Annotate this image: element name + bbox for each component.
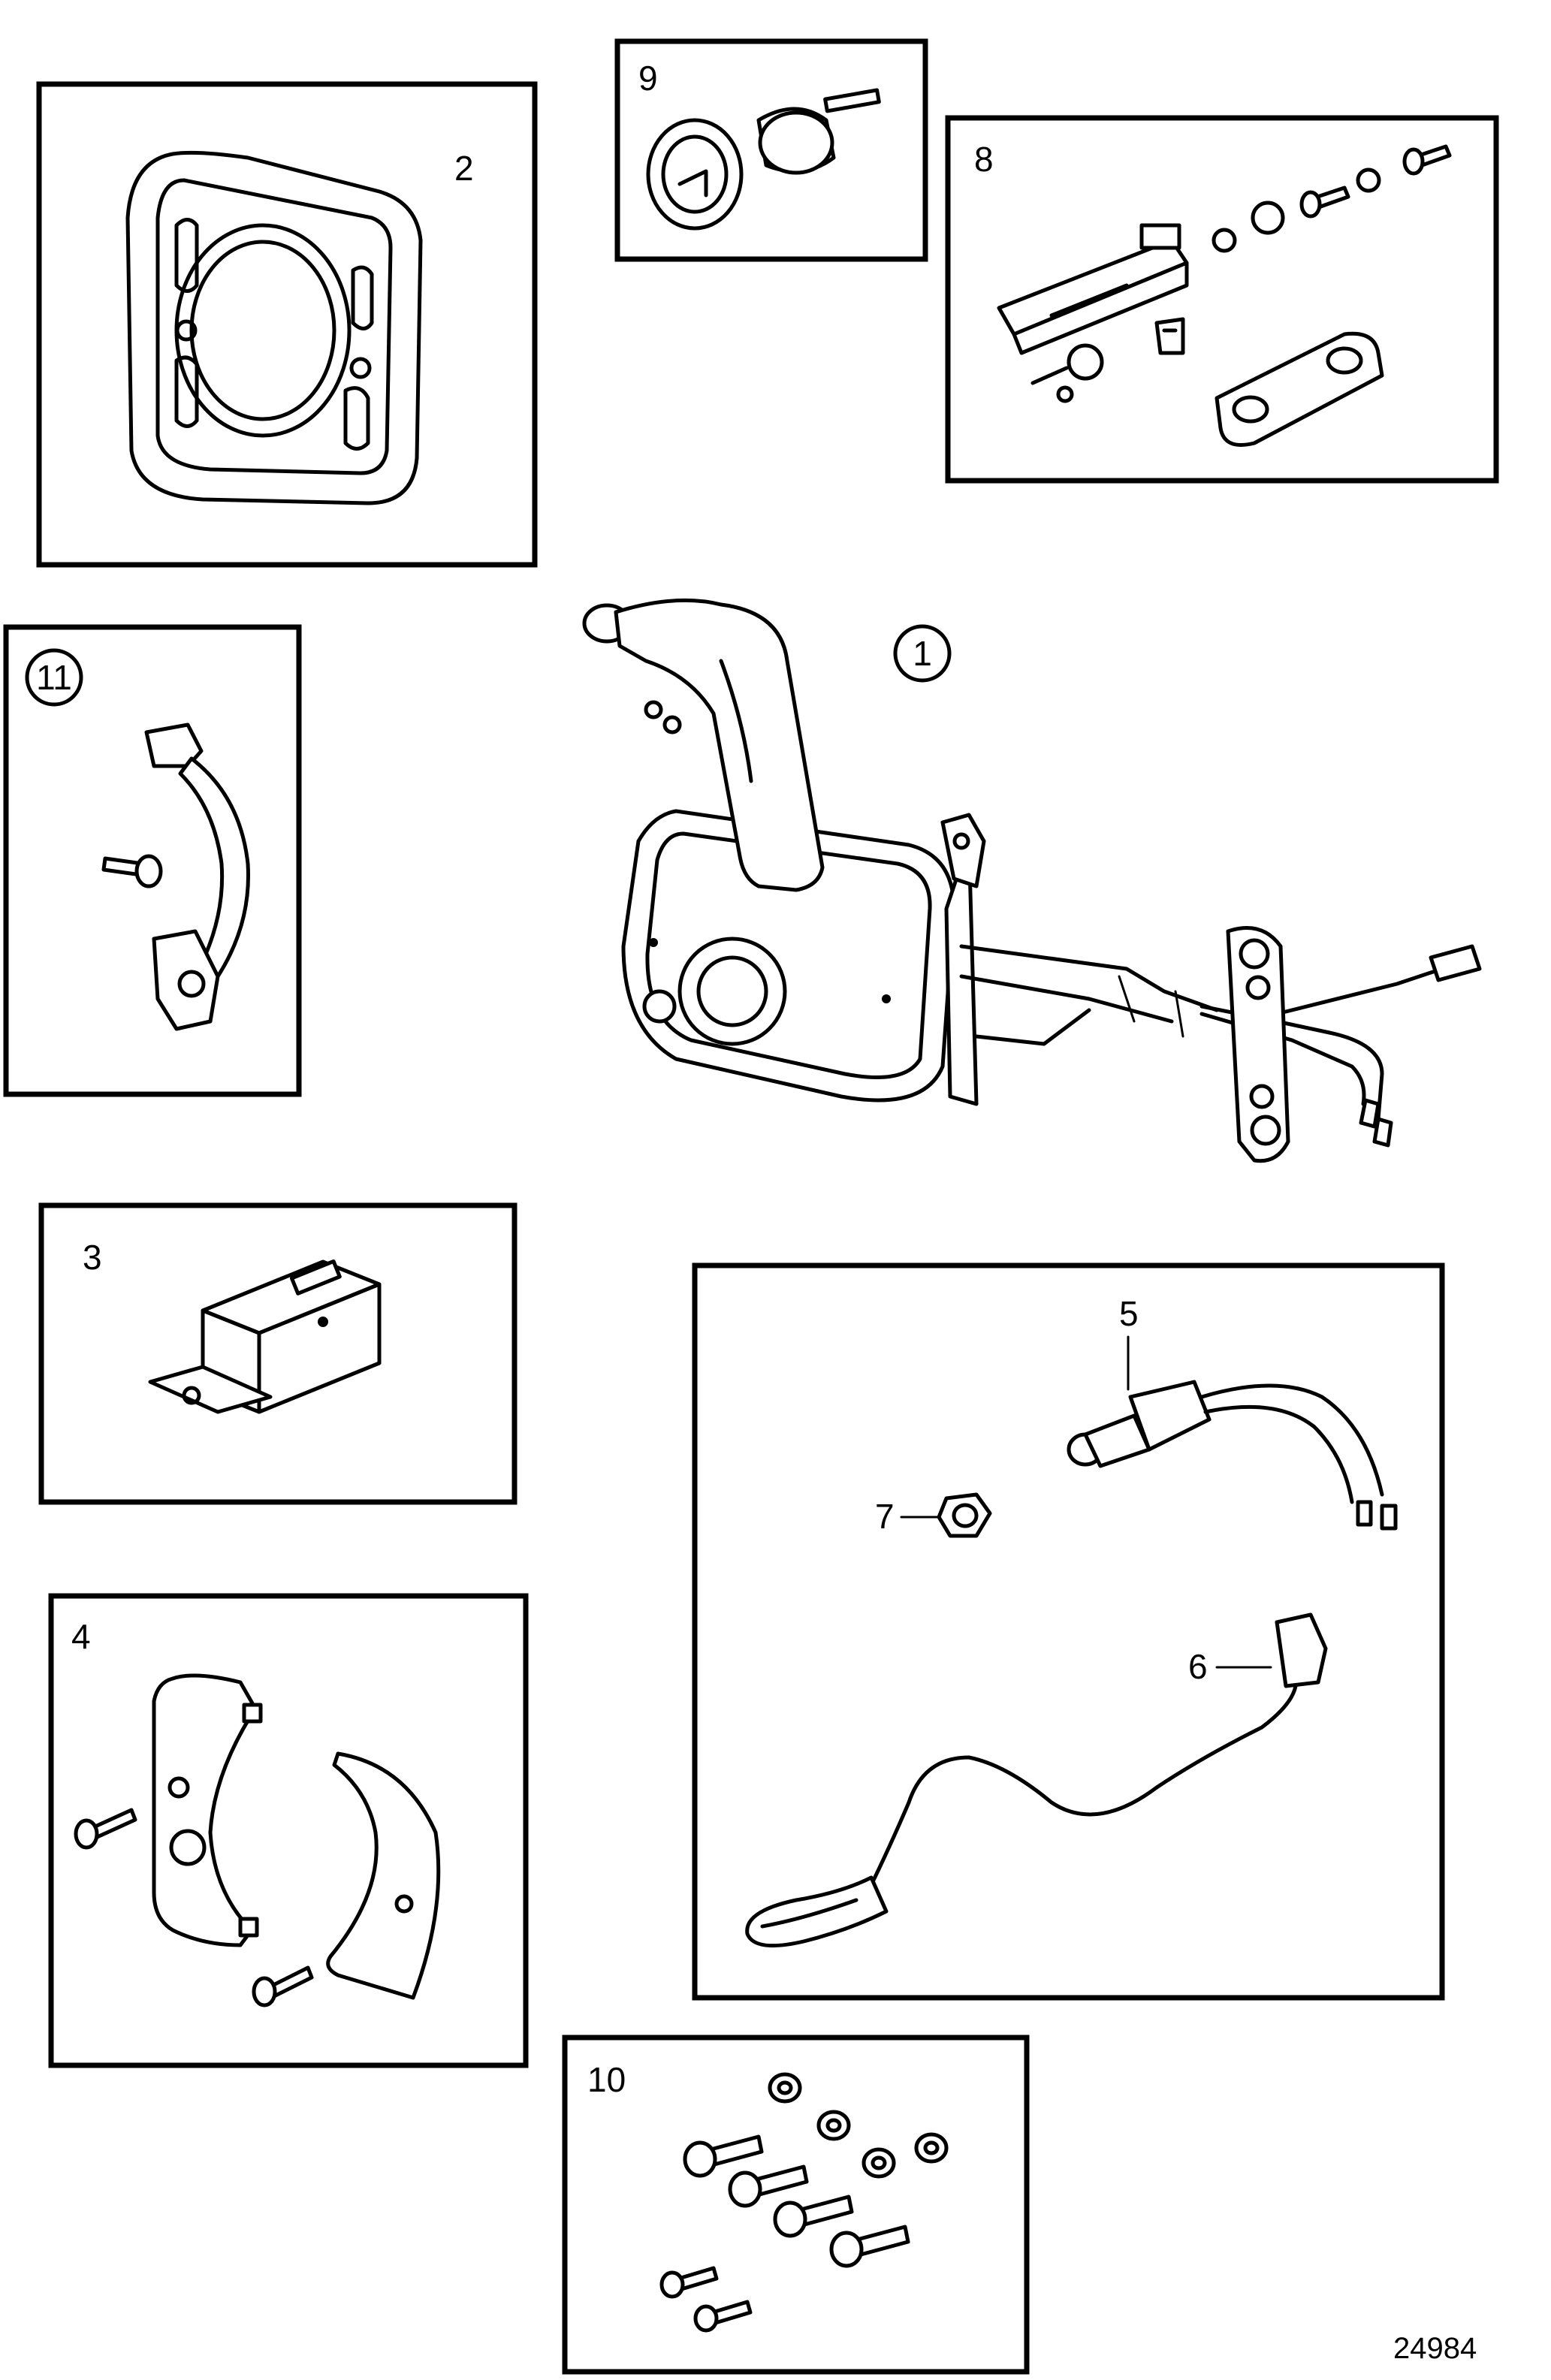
detent-bracket-icon bbox=[997, 223, 1189, 355]
callout-5-group: 5 bbox=[1119, 1294, 1139, 1391]
callout-6: 6 bbox=[1188, 1647, 1208, 1686]
panel-part-3: 3 bbox=[38, 1202, 518, 1505]
callout-7: 7 bbox=[875, 1497, 895, 1536]
panel-part-8: 8 bbox=[945, 115, 1499, 484]
screw-kit-icon bbox=[659, 2072, 949, 2333]
grommet-icon bbox=[646, 118, 744, 231]
figure-number: 24984 bbox=[1393, 2332, 1477, 2365]
neutral-switch-icon bbox=[1067, 1380, 1398, 1531]
screw-icon bbox=[1212, 144, 1452, 253]
callout-2: 2 bbox=[454, 149, 474, 188]
panel-part-2: 2 bbox=[36, 81, 538, 568]
screw-icon bbox=[74, 1808, 314, 2007]
callout-4: 4 bbox=[71, 1617, 91, 1656]
inner-cover-icon bbox=[152, 1673, 263, 1947]
friction-plate-icon bbox=[1215, 331, 1384, 447]
panel-part-4: 4 bbox=[48, 1593, 529, 2068]
lanyard-clip-icon bbox=[745, 1612, 1328, 1948]
callout-5: 5 bbox=[1119, 1294, 1139, 1333]
panel-part-9: 9 bbox=[614, 38, 928, 262]
panel-parts-5-6-7: 5 7 6 bbox=[692, 1262, 1445, 2001]
callout-8: 8 bbox=[974, 140, 994, 179]
clip-icon bbox=[1154, 317, 1185, 355]
throttle-lever-icon bbox=[582, 598, 825, 892]
callout-3: 3 bbox=[83, 1238, 102, 1277]
lever-stop-icon bbox=[144, 722, 250, 1031]
outer-cover-icon bbox=[326, 1751, 441, 2000]
knob-pin-icon bbox=[1030, 343, 1104, 403]
panel-part-10: 10 bbox=[562, 2035, 1030, 2375]
callout-9: 9 bbox=[638, 59, 658, 98]
plug-pin-icon bbox=[756, 88, 881, 175]
screw-icon bbox=[101, 854, 163, 888]
bezel-frame-icon bbox=[125, 150, 423, 505]
lock-nut-icon bbox=[937, 1492, 992, 1538]
callout-1: 1 bbox=[913, 634, 932, 673]
panel-part-11: 11 bbox=[3, 624, 302, 1097]
micro-switch-icon bbox=[148, 1259, 382, 1414]
part-1-control-unit: 1 bbox=[582, 598, 1482, 1163]
mounting-bracket-icon bbox=[940, 813, 1290, 1163]
callout-10: 10 bbox=[587, 2060, 626, 2099]
wiring-harness-icon bbox=[944, 839, 1482, 1148]
callout-11: 11 bbox=[36, 658, 72, 697]
control-housing-icon bbox=[621, 809, 956, 1103]
callout-6-group: 6 bbox=[1188, 1647, 1272, 1686]
